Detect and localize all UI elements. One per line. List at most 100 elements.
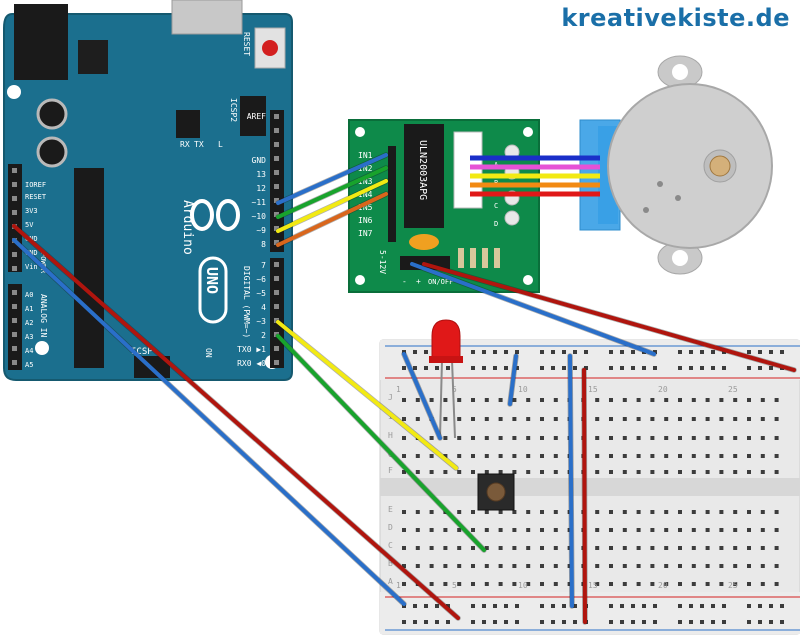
breadboard-hole[interactable]	[774, 528, 779, 532]
rail-hole[interactable]	[540, 366, 544, 370]
breadboard-hole[interactable]	[774, 398, 779, 402]
rail-hole[interactable]	[413, 620, 417, 624]
breadboard-hole[interactable]	[553, 470, 558, 474]
breadboard-hole[interactable]	[429, 436, 434, 440]
breadboard-hole[interactable]	[747, 510, 751, 514]
breadboard-hole[interactable]	[650, 564, 655, 568]
rail-hole[interactable]	[700, 620, 704, 624]
breadboard-hole[interactable]	[705, 436, 710, 440]
reset-button[interactable]	[254, 27, 286, 69]
breadboard-hole[interactable]	[733, 546, 738, 550]
rail-hole[interactable]	[689, 350, 693, 354]
rail-hole[interactable]	[631, 366, 635, 370]
rail-hole[interactable]	[413, 604, 417, 608]
breadboard-hole[interactable]	[664, 417, 669, 421]
rail-hole[interactable]	[402, 620, 406, 624]
breadboard-hole[interactable]	[609, 582, 613, 586]
breadboard-hole[interactable]	[484, 454, 489, 458]
breadboard-hole[interactable]	[719, 417, 724, 421]
breadboard-hole[interactable]	[747, 528, 751, 532]
breadboard-hole[interactable]	[719, 564, 724, 568]
breadboard-hole[interactable]	[691, 582, 696, 586]
breadboard-hole[interactable]	[540, 582, 544, 586]
breadboard-hole[interactable]	[705, 470, 710, 474]
breadboard-hole[interactable]	[429, 454, 434, 458]
breadboard-hole[interactable]	[760, 454, 765, 458]
breadboard-hole[interactable]	[650, 454, 655, 458]
breadboard-hole[interactable]	[664, 470, 669, 474]
breadboard-hole[interactable]	[733, 454, 738, 458]
breadboard-hole[interactable]	[415, 564, 420, 568]
breadboard-hole[interactable]	[402, 510, 406, 514]
breadboard-hole[interactable]	[526, 564, 531, 568]
breadboard-hole[interactable]	[553, 510, 558, 514]
rail-hole[interactable]	[424, 604, 428, 608]
breadboard-hole[interactable]	[540, 417, 544, 421]
breadboard-hole[interactable]	[609, 417, 613, 421]
breadboard-hole[interactable]	[457, 510, 462, 514]
breadboard-hole[interactable]	[553, 454, 558, 458]
breadboard-hole[interactable]	[540, 546, 544, 550]
breadboard-hole[interactable]	[512, 546, 517, 550]
breadboard-hole[interactable]	[622, 470, 627, 474]
rail-hole[interactable]	[515, 620, 519, 624]
push-button[interactable]	[477, 473, 515, 511]
breadboard-hole[interactable]	[719, 582, 724, 586]
rail-hole[interactable]	[631, 620, 635, 624]
rail-hole[interactable]	[758, 366, 762, 370]
rail-hole[interactable]	[446, 620, 450, 624]
breadboard-hole[interactable]	[733, 510, 738, 514]
breadboard-hole[interactable]	[402, 546, 406, 550]
rail-hole[interactable]	[413, 350, 417, 354]
breadboard-hole[interactable]	[664, 398, 669, 402]
breadboard-hole[interactable]	[402, 417, 406, 421]
rail-hole[interactable]	[493, 604, 497, 608]
rail-hole[interactable]	[653, 350, 657, 354]
rail-hole[interactable]	[551, 620, 555, 624]
breadboard-hole[interactable]	[457, 398, 462, 402]
breadboard-hole[interactable]	[747, 398, 751, 402]
rail-hole[interactable]	[515, 604, 519, 608]
rail-hole[interactable]	[551, 350, 555, 354]
rail-hole[interactable]	[562, 366, 566, 370]
breadboard-hole[interactable]	[553, 417, 558, 421]
breadboard-hole[interactable]	[595, 436, 600, 440]
breadboard-hole[interactable]	[471, 398, 475, 402]
breadboard-hole[interactable]	[719, 546, 724, 550]
breadboard-hole[interactable]	[415, 546, 420, 550]
breadboard-hole[interactable]	[760, 398, 765, 402]
breadboard-hole[interactable]	[719, 470, 724, 474]
breadboard-hole[interactable]	[691, 417, 696, 421]
rail-hole[interactable]	[747, 620, 751, 624]
breadboard-hole[interactable]	[719, 454, 724, 458]
breadboard-hole[interactable]	[733, 436, 738, 440]
breadboard-hole[interactable]	[747, 417, 751, 421]
breadboard-hole[interactable]	[664, 454, 669, 458]
breadboard-hole[interactable]	[457, 564, 462, 568]
breadboard-hole[interactable]	[595, 510, 600, 514]
breadboard-hole[interactable]	[595, 417, 600, 421]
breadboard-hole[interactable]	[774, 417, 779, 421]
breadboard-hole[interactable]	[402, 454, 406, 458]
breadboard-hole[interactable]	[471, 546, 475, 550]
breadboard-hole[interactable]	[664, 528, 669, 532]
breadboard-hole[interactable]	[540, 470, 544, 474]
rail-hole[interactable]	[482, 620, 486, 624]
breadboard-hole[interactable]	[484, 510, 489, 514]
breadboard-hole[interactable]	[553, 546, 558, 550]
breadboard-hole[interactable]	[774, 546, 779, 550]
breadboard-hole[interactable]	[443, 546, 448, 550]
rail-hole[interactable]	[471, 350, 475, 354]
rail-hole[interactable]	[620, 366, 624, 370]
breadboard-hole[interactable]	[760, 582, 765, 586]
rail-hole[interactable]	[678, 350, 682, 354]
breadboard-hole[interactable]	[774, 564, 779, 568]
rail-hole[interactable]	[758, 350, 762, 354]
breadboard-hole[interactable]	[429, 582, 434, 586]
breadboard-hole[interactable]	[678, 454, 682, 458]
breadboard-hole[interactable]	[650, 398, 655, 402]
rail-hole[interactable]	[504, 366, 508, 370]
breadboard-hole[interactable]	[415, 454, 420, 458]
breadboard-hole[interactable]	[498, 510, 503, 514]
rail-hole[interactable]	[446, 604, 450, 608]
